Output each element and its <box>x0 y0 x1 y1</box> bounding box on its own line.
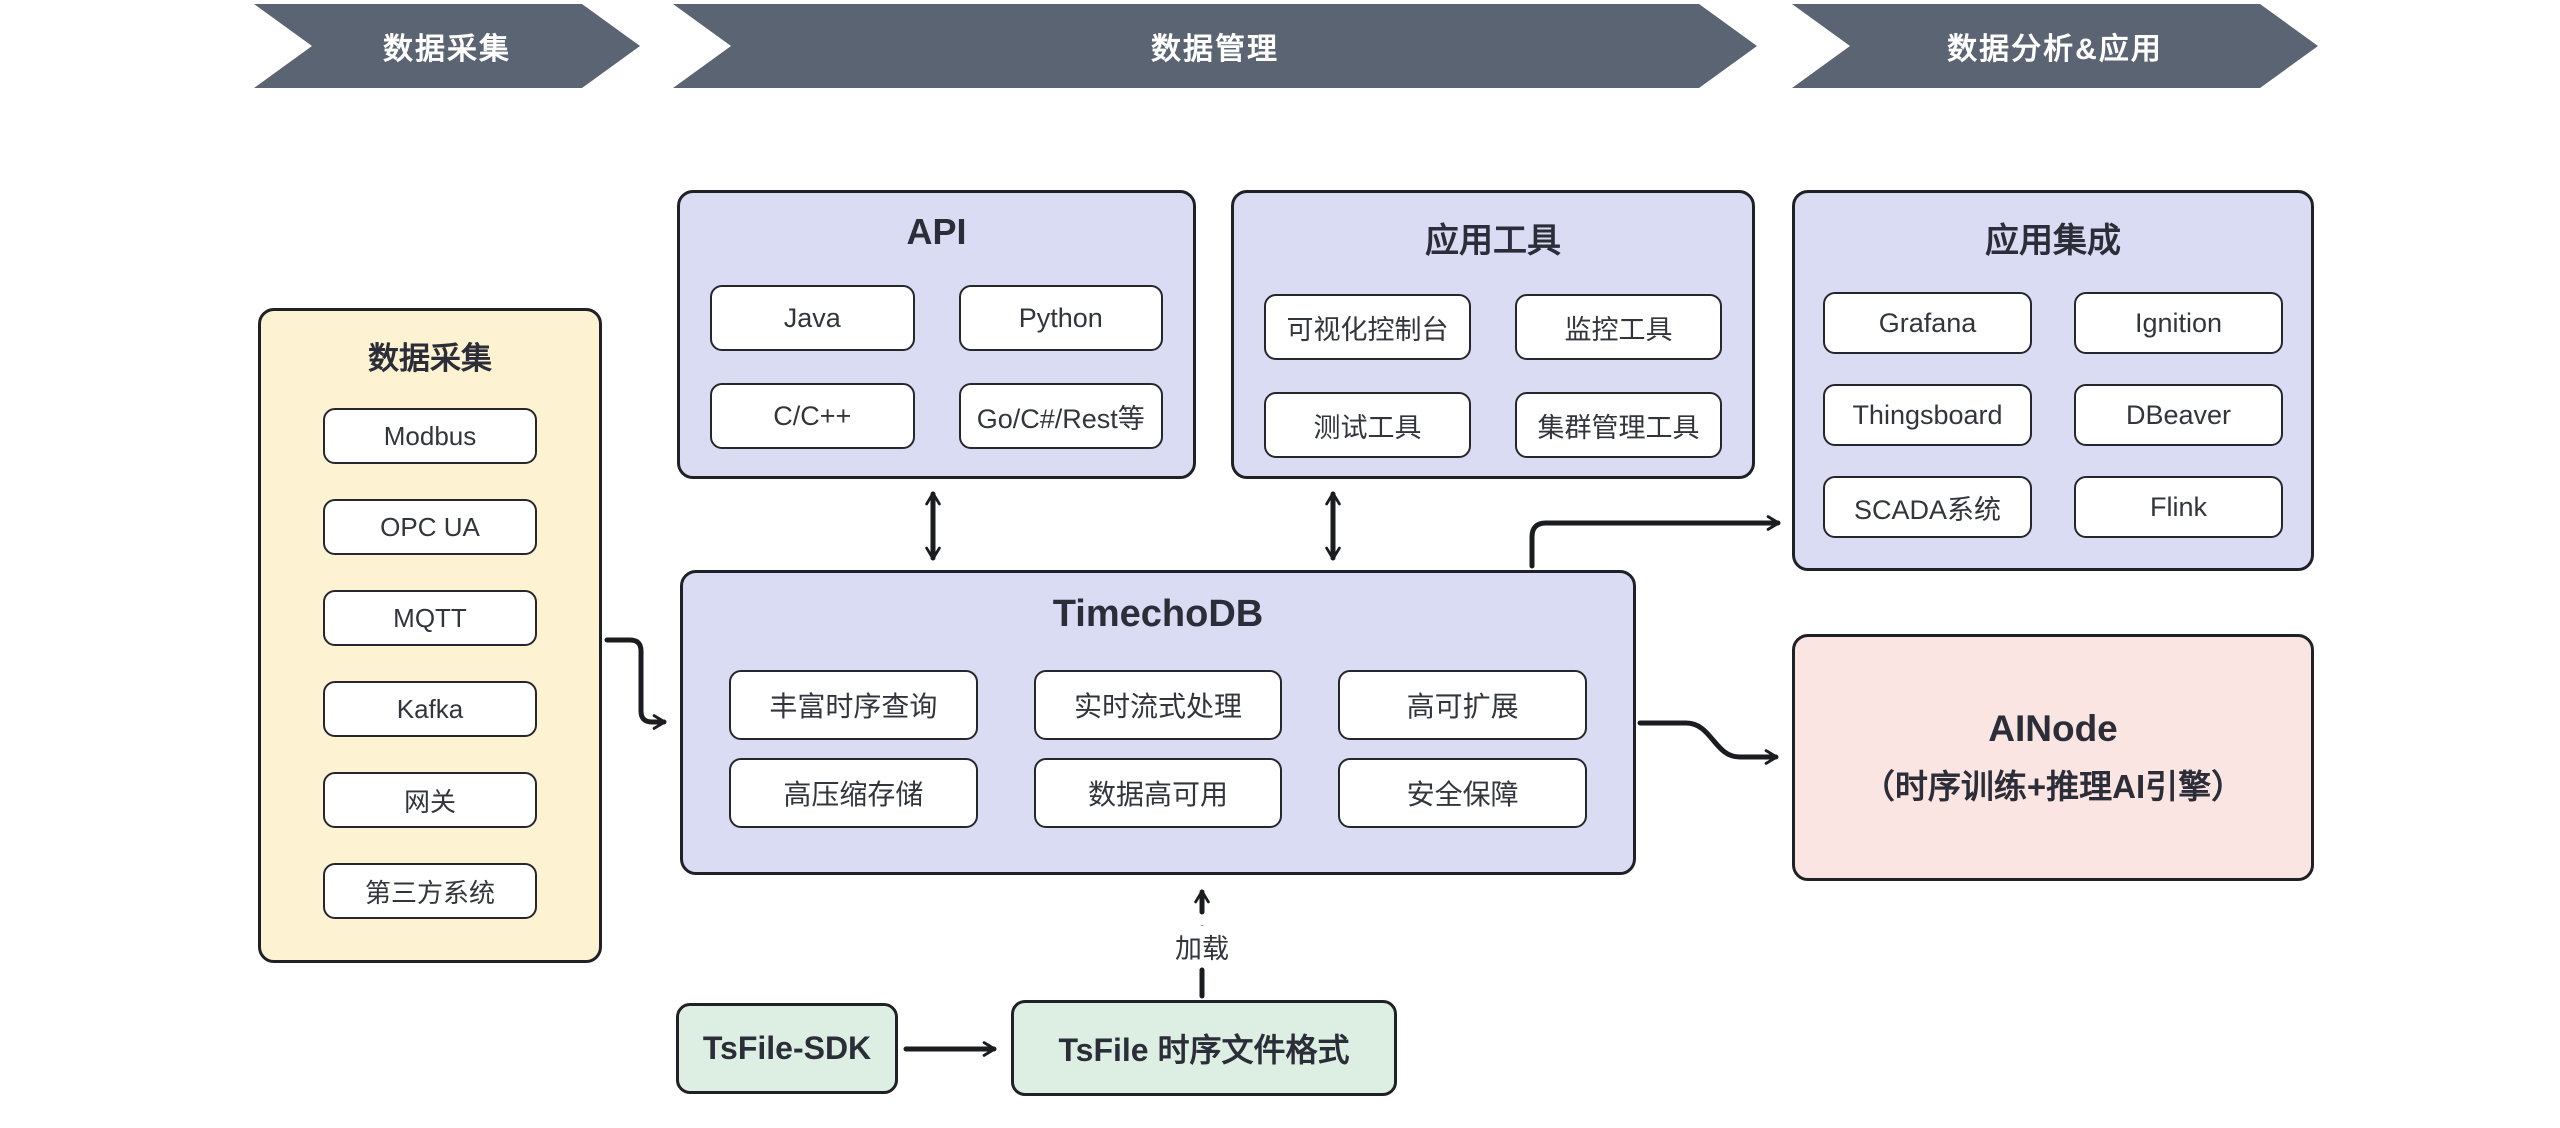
panel-title: 应用工具 <box>1425 222 1561 260</box>
list-item: 丰富时序查询 <box>729 670 978 740</box>
panel-application-tools: 应用工具 可视化控制台 监控工具 测试工具 集群管理工具 <box>1231 190 1755 479</box>
panel-timechodb: TimechoDB 丰富时序查询 实时流式处理 高可扩展 高压缩存储 数据高可用… <box>680 570 1636 875</box>
panel-title: API <box>906 211 967 252</box>
banner-data-analysis-application: 数据分析&应用 <box>1792 4 2318 88</box>
list-item: 测试工具 <box>1264 392 1471 458</box>
tsfile-format-label: TsFile 时序文件格式 <box>1058 1032 1350 1068</box>
list-item: MQTT <box>323 590 537 646</box>
panel-title: 应用集成 <box>1985 222 2121 260</box>
tsfile-sdk-label: TsFile-SDK <box>702 1030 872 1066</box>
list-item: 高压缩存储 <box>729 758 978 828</box>
panel-title: 数据采集 <box>368 341 492 376</box>
banner-label: 数据管理 <box>1151 33 1279 66</box>
list-item: 实时流式处理 <box>1033 670 1283 740</box>
panel-tsfile-sdk: TsFile-SDK <box>676 1003 898 1094</box>
list-item: Grafana <box>1823 292 2032 354</box>
list-item: OPC UA <box>323 499 537 555</box>
collection-list: Modbus OPC UA MQTT Kafka 网关 第三方系统 <box>323 408 537 919</box>
banner-data-management: 数据管理 <box>673 4 1757 88</box>
list-item: 第三方系统 <box>323 863 537 919</box>
banner-data-collection: 数据采集 <box>254 4 640 88</box>
panel-application-integration: 应用集成 Grafana Ignition Thingsboard DBeave… <box>1792 190 2314 571</box>
list-item: 数据高可用 <box>1033 758 1283 828</box>
timechodb-feature-list: 丰富时序查询 实时流式处理 高可扩展 高压缩存储 数据高可用 安全保障 <box>729 670 1587 828</box>
panel-title: TimechoDB <box>1052 593 1264 635</box>
ainode-title: AINode <box>1988 707 2118 749</box>
list-item: 安全保障 <box>1338 758 1587 828</box>
tools-list: 可视化控制台 监控工具 测试工具 集群管理工具 <box>1264 294 1722 458</box>
integration-list: Grafana Ignition Thingsboard DBeaver SCA… <box>1823 292 2283 538</box>
panel-ainode: AINode （时序训练+推理AI引擎） <box>1792 634 2314 881</box>
list-item: Flink <box>2074 476 2283 538</box>
list-item: 可视化控制台 <box>1264 294 1471 360</box>
arrow-timechodb-integration <box>1529 515 1781 569</box>
arrow-timechodb-ainode <box>1637 720 1779 765</box>
list-item: Thingsboard <box>1823 384 2032 446</box>
list-item: Kafka <box>323 681 537 737</box>
arrow-collection-timechodb <box>604 637 667 730</box>
panel-data-collection: 数据采集 Modbus OPC UA MQTT Kafka 网关 第三方系统 <box>258 308 602 963</box>
list-item: C/C++ <box>710 383 915 449</box>
list-item: 集群管理工具 <box>1515 392 1722 458</box>
list-item: DBeaver <box>2074 384 2283 446</box>
list-item: 网关 <box>323 772 537 828</box>
ainode-subtitle: （时序训练+推理AI引擎） <box>1861 767 2245 805</box>
list-item: 高可扩展 <box>1338 670 1587 740</box>
panel-tsfile-format: TsFile 时序文件格式 <box>1011 1000 1397 1096</box>
api-list: Java Python C/C++ Go/C#/Rest等 <box>710 285 1163 449</box>
banner-label: 数据分析&应用 <box>1947 33 2163 66</box>
list-item: Modbus <box>323 408 537 464</box>
panel-api: API Java Python C/C++ Go/C#/Rest等 <box>677 190 1196 479</box>
list-item: Java <box>710 285 915 351</box>
list-item: Go/C#/Rest等 <box>958 383 1163 449</box>
banner-label: 数据采集 <box>383 33 511 66</box>
list-item: Python <box>958 285 1163 351</box>
list-item: Ignition <box>2074 292 2283 354</box>
load-label: 加载 <box>1142 926 1262 966</box>
list-item: 监控工具 <box>1515 294 1722 360</box>
list-item: SCADA系统 <box>1823 476 2032 538</box>
